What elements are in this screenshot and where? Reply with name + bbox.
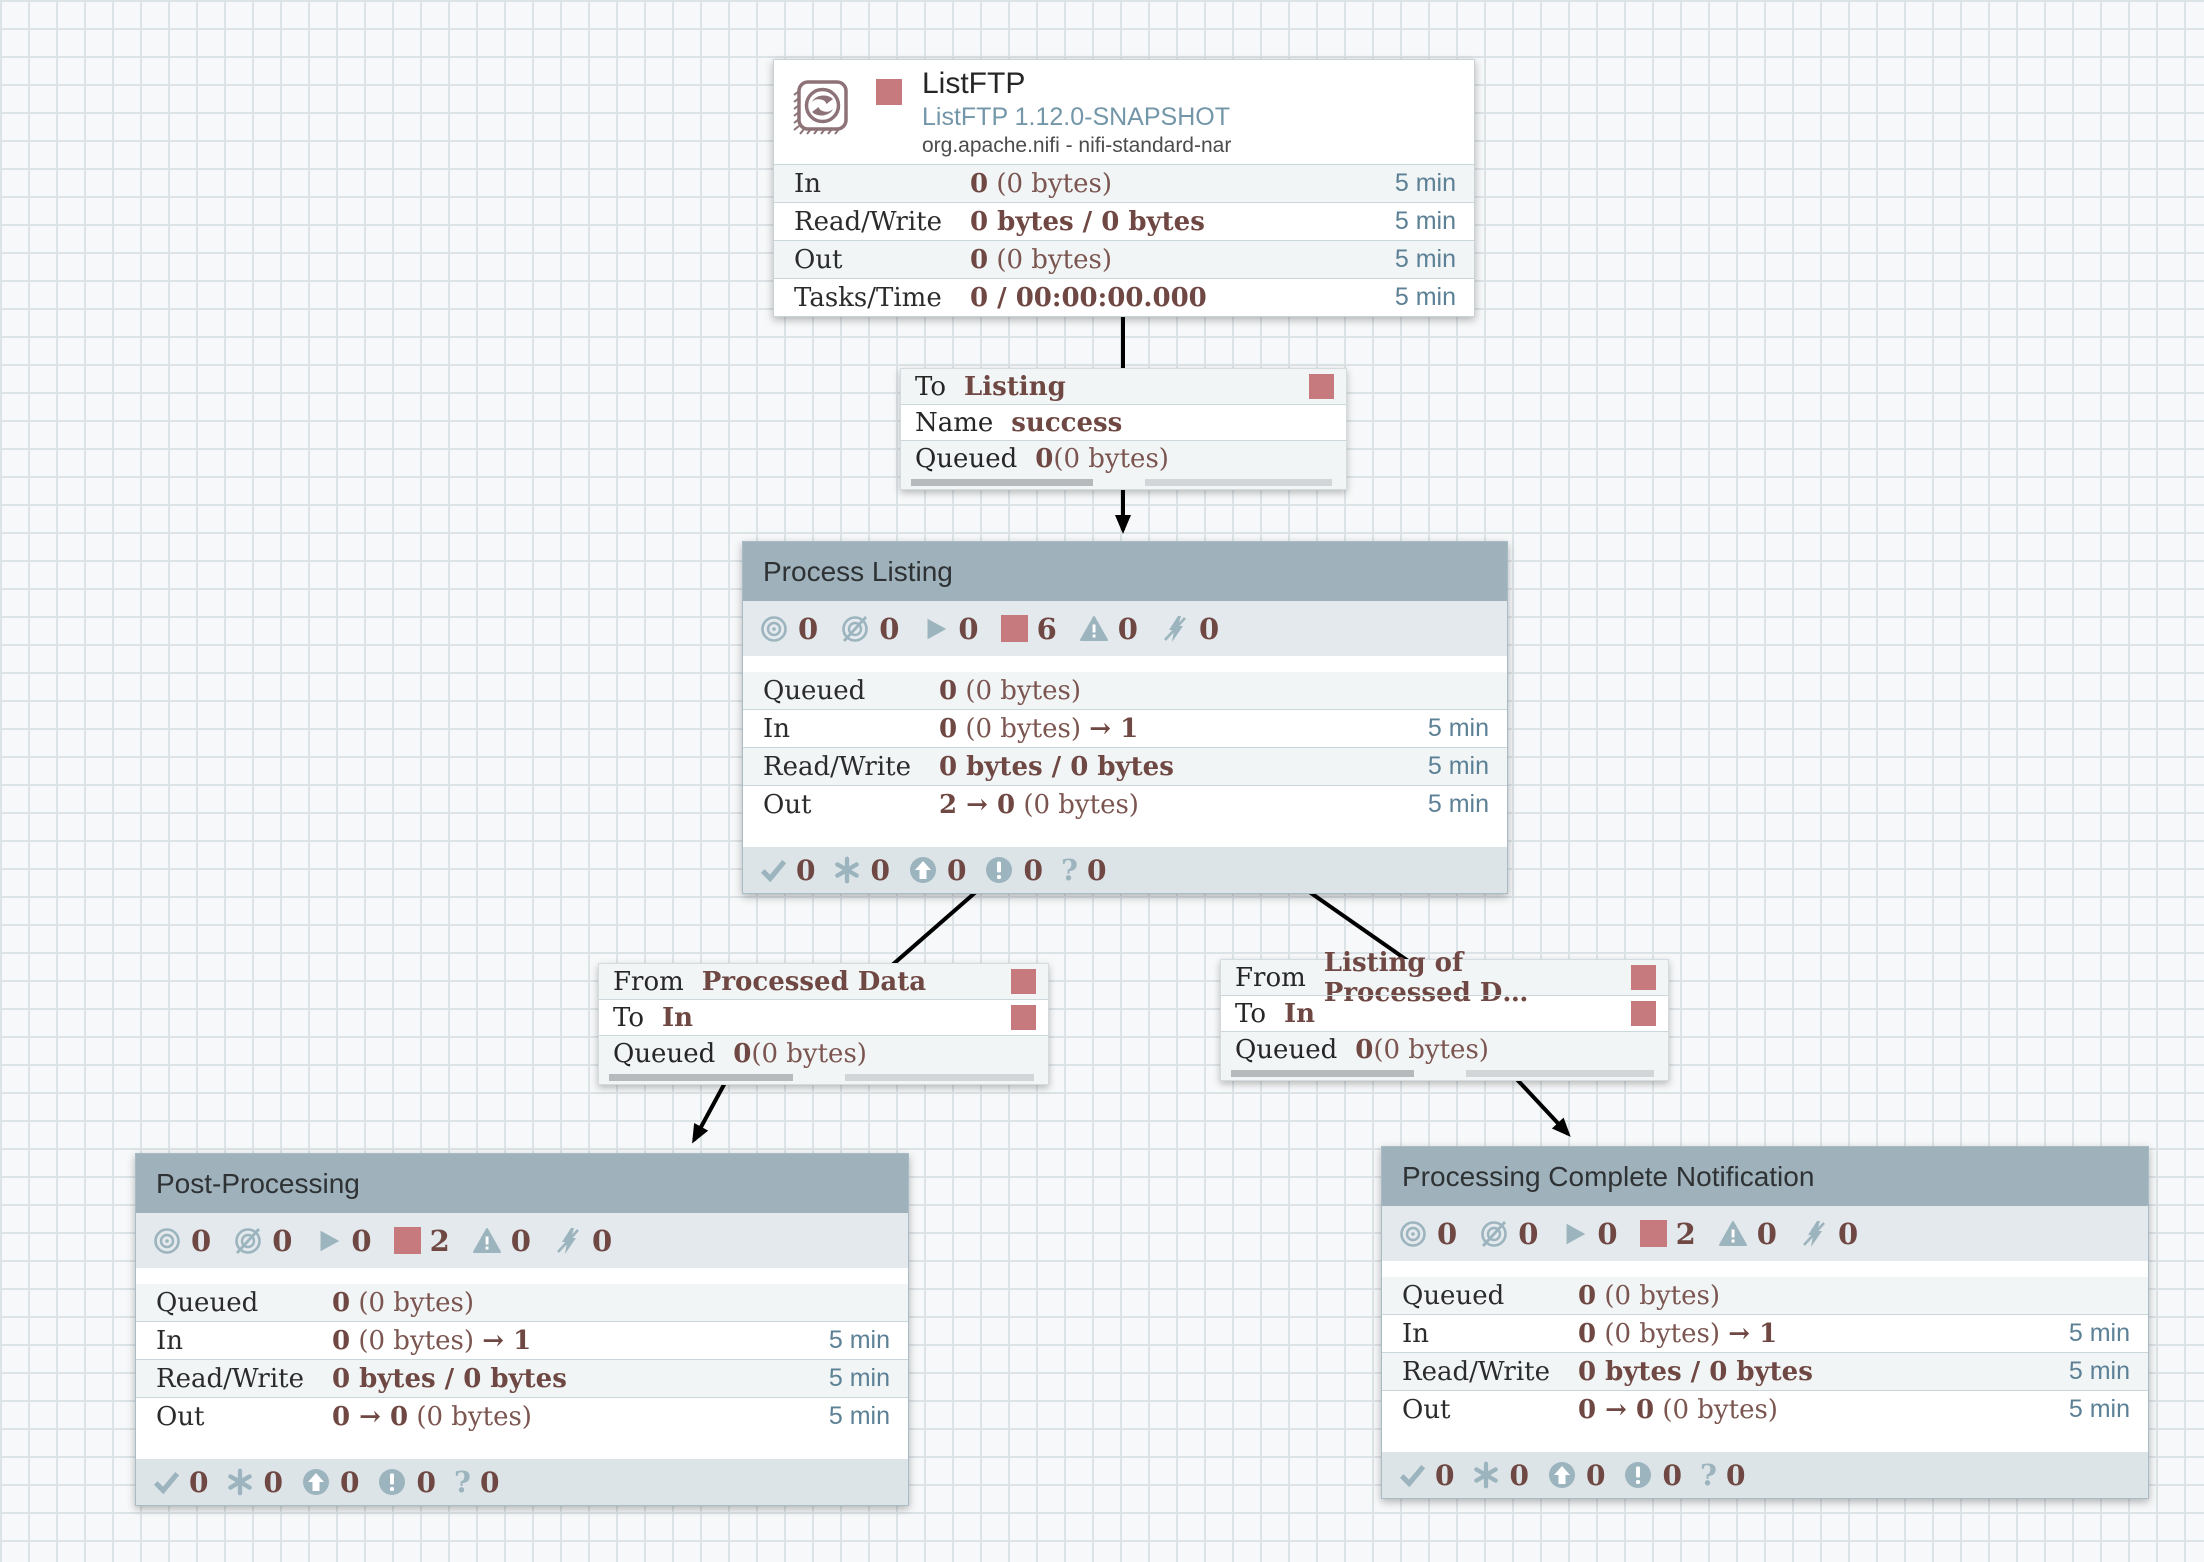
- stat-row-tasks-time: Tasks/Time 0 / 00:00:00.000 5 min: [774, 278, 1474, 316]
- disabled-icon: [1160, 614, 1190, 644]
- stat-row-out: Out 0 → 0 (0 bytes) 5 min: [1382, 1390, 2148, 1428]
- processor-listftp[interactable]: ListFTP ListFTP 1.12.0-SNAPSHOT org.apac…: [773, 59, 1475, 317]
- process-group-status-bar: 0 0 0 2 0 0: [136, 1213, 908, 1268]
- invalid-icon: [1079, 614, 1109, 644]
- sync-failure-icon: ?: [1060, 853, 1078, 887]
- running-icon: [1560, 1220, 1588, 1248]
- locally-modified-and-stale-icon: [984, 855, 1014, 885]
- queue-indicator-bars: [1221, 1067, 1668, 1080]
- stopped-icon: [1639, 1220, 1667, 1247]
- process-group-header[interactable]: Post-Processing: [136, 1154, 908, 1213]
- process-group-header[interactable]: Process Listing: [743, 542, 1507, 601]
- stat-row-queued: Queued 0 (0 bytes): [743, 672, 1507, 709]
- stat-row-in: In 0 (0 bytes) 5 min: [774, 164, 1474, 202]
- stat-row-readwrite: Read/Write 0 bytes / 0 bytes 5 min: [1382, 1352, 2148, 1390]
- processor-type: ListFTP 1.12.0-SNAPSHOT: [922, 103, 1230, 132]
- processor-name: ListFTP: [922, 66, 1026, 100]
- process-group-status-bar: 0 0 0 6 0 0: [743, 601, 1507, 656]
- stat-row-in: In 0 (0 bytes) → 1 5 min: [136, 1321, 908, 1359]
- not-transmitting-icon: [1479, 1219, 1509, 1249]
- process-group-processing-complete-notification[interactable]: Processing Complete Notification 0 0 0 2…: [1381, 1146, 2149, 1499]
- stopped-state-icon: [1631, 1001, 1656, 1026]
- stale-icon: [1547, 1460, 1577, 1490]
- stat-row-queued: Queued 0 (0 bytes): [1382, 1277, 2148, 1314]
- locally-modified-icon: [1472, 1461, 1500, 1489]
- stopped-icon: [1000, 615, 1028, 642]
- locally-modified-and-stale-icon: [1623, 1460, 1653, 1490]
- invalid-icon: [472, 1226, 502, 1256]
- transmitting-icon: [1398, 1219, 1428, 1249]
- sync-failure-icon: ?: [453, 1465, 471, 1499]
- version-state-bar: 0 0 0 0 ?0: [1382, 1452, 2148, 1498]
- process-group-title: Process Listing: [763, 555, 953, 587]
- disabled-icon: [1799, 1219, 1829, 1249]
- processor-title-block: ListFTP ListFTP 1.12.0-SNAPSHOT org.apac…: [774, 60, 1474, 164]
- up-to-date-icon: [759, 856, 787, 884]
- wire-label-to-notification[interactable]: [1508, 1070, 1571, 1137]
- stat-row-out: Out 2 → 0 (0 bytes) 5 min: [743, 785, 1507, 823]
- queue-indicator-bars: [901, 476, 1346, 489]
- stopped-state-icon: [1309, 374, 1334, 399]
- version-state-bar: 0 0 0 0 ?0: [743, 847, 1507, 893]
- locally-modified-icon: [833, 856, 861, 884]
- locally-modified-and-stale-icon: [377, 1467, 407, 1497]
- not-transmitting-icon: [840, 614, 870, 644]
- process-group-process-listing[interactable]: Process Listing 0 0 0 6 0 0 Queued 0 (0 …: [742, 541, 1508, 894]
- stale-icon: [908, 855, 938, 885]
- not-transmitting-icon: [233, 1226, 263, 1256]
- process-group-header[interactable]: Processing Complete Notification: [1382, 1147, 2148, 1206]
- process-group-status-bar: 0 0 0 2 0 0: [1382, 1206, 2148, 1261]
- stat-row-readwrite: Read/Write 0 bytes / 0 bytes 5 min: [774, 202, 1474, 240]
- locally-modified-icon: [226, 1468, 254, 1496]
- processor-icon: [792, 78, 850, 147]
- stat-row-out: Out 0 (0 bytes) 5 min: [774, 240, 1474, 278]
- process-group-title: Processing Complete Notification: [1402, 1160, 1815, 1192]
- stat-row-queued: Queued 0 (0 bytes): [136, 1284, 908, 1321]
- stopped-state-icon: [1631, 965, 1656, 990]
- stat-row-readwrite: Read/Write 0 bytes / 0 bytes 5 min: [743, 747, 1507, 785]
- process-group-title: Post-Processing: [156, 1167, 360, 1199]
- version-state-bar: 0 0 0 0 ?0: [136, 1459, 908, 1505]
- disabled-icon: [553, 1226, 583, 1256]
- running-icon: [921, 615, 949, 643]
- stat-row-in: In 0 (0 bytes) → 1 5 min: [743, 709, 1507, 747]
- stopped-state-icon: [876, 79, 902, 105]
- invalid-icon: [1718, 1219, 1748, 1249]
- processor-bundle: org.apache.nifi - nifi-standard-nar: [922, 133, 1232, 157]
- stat-row-out: Out 0 → 0 (0 bytes) 5 min: [136, 1397, 908, 1435]
- stat-row-readwrite: Read/Write 0 bytes / 0 bytes 5 min: [136, 1359, 908, 1397]
- stopped-icon: [393, 1227, 421, 1254]
- stopped-state-icon: [1011, 1005, 1036, 1030]
- stopped-state-icon: [1011, 969, 1036, 994]
- queue-indicator-bars: [599, 1071, 1048, 1084]
- transmitting-icon: [152, 1226, 182, 1256]
- up-to-date-icon: [1398, 1461, 1426, 1489]
- stale-icon: [301, 1467, 331, 1497]
- running-icon: [314, 1227, 342, 1255]
- sync-failure-icon: ?: [1699, 1458, 1717, 1492]
- transmitting-icon: [759, 614, 789, 644]
- process-group-post-processing[interactable]: Post-Processing 0 0 0 2 0 0 Queued 0 (0 …: [135, 1153, 909, 1506]
- stat-row-in: In 0 (0 bytes) → 1 5 min: [1382, 1314, 2148, 1352]
- up-to-date-icon: [152, 1468, 180, 1496]
